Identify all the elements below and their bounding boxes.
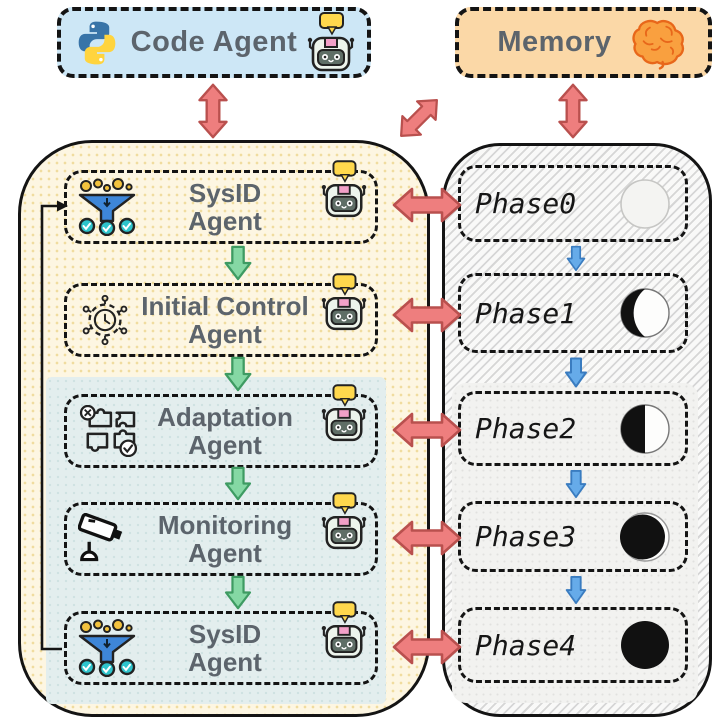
puzzle-icon — [78, 405, 138, 457]
blue-phase-arrow-icon — [564, 245, 588, 272]
agent-box-sysid-top: SysID Agent — [64, 170, 378, 244]
phase-box-4: Phase4 — [458, 607, 688, 683]
phase-box-2: Phase2 — [458, 391, 688, 466]
brain-icon — [630, 16, 688, 70]
funnel-icon — [78, 178, 136, 236]
red-bidirectional-arrow-icon — [392, 515, 462, 561]
half-moon-icon — [619, 403, 671, 455]
agent-box-sysid-bottom: SysID Agent — [64, 611, 378, 685]
agent-suffix: Agent — [188, 430, 262, 460]
robot-icon — [307, 12, 355, 74]
new-moon-icon — [619, 178, 671, 230]
green-flow-arrow-icon — [223, 245, 253, 281]
code-agent-bidirectional-arrow-icon — [192, 83, 234, 139]
robot-icon — [321, 601, 367, 661]
blue-phase-arrow-icon — [564, 469, 588, 499]
agent-suffix: Agent — [188, 206, 262, 236]
gear-icon — [78, 293, 132, 347]
funnel-icon — [78, 619, 136, 677]
agent-box-initial-control: Initial Control Agent — [64, 283, 378, 357]
robot-icon — [321, 384, 367, 444]
green-flow-arrow-icon — [223, 575, 253, 610]
blue-phase-arrow-icon — [564, 575, 588, 605]
full-moon-icon — [619, 619, 671, 671]
diagonal-bidirectional-arrow-icon — [386, 85, 452, 151]
agent-name: SysID — [188, 177, 262, 208]
phase-label: Phase4 — [475, 628, 577, 662]
robot-icon — [321, 160, 367, 220]
phase-label: Phase0 — [475, 187, 577, 220]
phase-label: Phase2 — [475, 412, 577, 445]
agent-name: Adaptation — [157, 401, 293, 432]
red-bidirectional-arrow-icon — [392, 407, 462, 453]
memory-box: Memory — [455, 7, 712, 78]
phase-box-1: Phase1 — [458, 273, 688, 353]
robot-icon — [321, 273, 367, 333]
red-bidirectional-arrow-icon — [392, 292, 462, 338]
green-flow-arrow-icon — [223, 466, 253, 501]
code-agent-label: Code Agent — [130, 26, 298, 58]
robot-icon — [321, 492, 367, 552]
agent-box-adaptation: Adaptation Agent — [64, 394, 378, 468]
memory-bidirectional-arrow-icon — [552, 83, 594, 139]
agent-suffix: Agent — [188, 319, 262, 349]
phase-label: Phase3 — [475, 520, 577, 553]
agent-box-monitoring: Monitoring Agent — [64, 502, 378, 576]
python-icon — [73, 19, 121, 67]
phase-box-3: Phase3 — [458, 501, 688, 572]
agent-suffix: Agent — [188, 538, 262, 568]
blue-phase-arrow-icon — [564, 356, 588, 389]
red-bidirectional-arrow-icon — [392, 182, 462, 228]
phase-label: Phase1 — [475, 296, 577, 330]
gibbous-moon-icon — [619, 511, 671, 563]
agent-name: Initial Control — [141, 290, 309, 321]
phase-box-0: Phase0 — [458, 165, 688, 242]
camera-icon — [78, 513, 134, 565]
red-bidirectional-arrow-icon — [392, 624, 462, 670]
code-agent-box: Code Agent — [57, 7, 371, 78]
agent-name: SysID — [188, 618, 262, 649]
memory-label: Memory — [497, 26, 612, 58]
agent-suffix: Agent — [188, 647, 262, 677]
agent-name: Monitoring — [157, 509, 293, 540]
green-flow-arrow-icon — [223, 356, 253, 392]
waning-crescent-moon-icon — [619, 287, 671, 339]
